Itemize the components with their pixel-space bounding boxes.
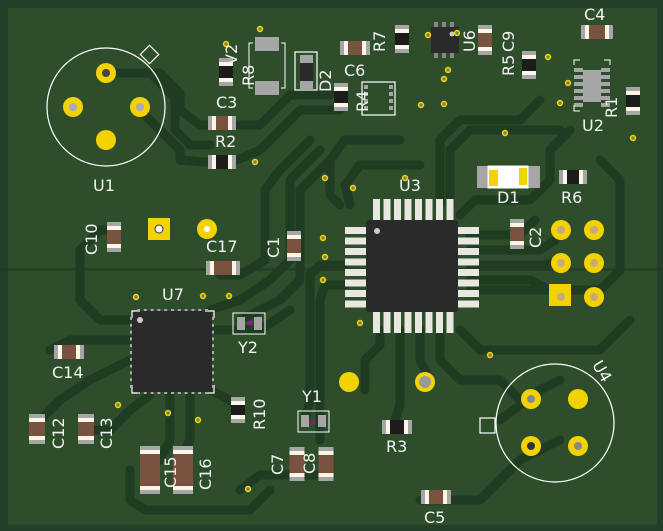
part-v2-part [219, 58, 233, 86]
label-r7: R7 [370, 30, 389, 52]
d2-diode [294, 51, 318, 91]
label-c15: C15 [161, 456, 180, 488]
part-c12 [29, 414, 45, 444]
label-c5: C5 [424, 508, 446, 527]
label-c8: C8 [300, 452, 319, 474]
label-u1: U1 [93, 176, 115, 195]
label-c4: C4 [584, 5, 606, 24]
y2-crystal [232, 312, 266, 335]
part-r1 [626, 87, 640, 115]
part-c16 [173, 446, 193, 494]
part-c13 [78, 414, 94, 444]
pin-header [549, 220, 604, 307]
label-c2: C2 [526, 226, 545, 248]
label-r6: R6 [561, 188, 583, 207]
label-r8: R8 [239, 64, 258, 86]
r4-array [361, 81, 396, 116]
part-d2-r4 [334, 83, 348, 111]
label-r1: R1 [602, 96, 621, 118]
label-c7: C7 [268, 453, 287, 475]
part-c5 [421, 490, 451, 504]
label-c10: C10 [82, 223, 101, 255]
part-c9 [478, 25, 492, 55]
vias [114, 25, 637, 493]
label-c16: C16 [196, 458, 215, 490]
part-c8 [318, 447, 334, 481]
label-d1: D1 [497, 188, 520, 207]
label-c3: C3 [216, 93, 238, 112]
label-c14: C14 [52, 363, 84, 382]
part-c10 [107, 222, 121, 252]
part-c14 [54, 345, 84, 359]
label-u6: U6 [460, 30, 479, 52]
u2-soic-ic [573, 59, 611, 112]
part-c7 [289, 447, 305, 481]
label-u7: U7 [162, 285, 184, 304]
part-c1 [287, 231, 301, 261]
part-r3 [382, 420, 412, 434]
part-r7 [395, 25, 409, 53]
label-u3: U3 [399, 176, 421, 195]
label-y2: Y2 [238, 338, 258, 357]
u1-footprint [46, 44, 166, 167]
part-c15 [140, 446, 160, 494]
part-c3 [208, 116, 236, 130]
label-v2: V2 [222, 43, 241, 65]
label-y1: Y1 [302, 387, 322, 406]
u7-qfn-ic [130, 309, 215, 394]
part-c6 [340, 41, 370, 55]
label-c13: C13 [97, 417, 116, 449]
label-r4: R4 [353, 90, 372, 112]
label-c9: C9 [499, 30, 518, 52]
u4-footprint [479, 363, 615, 483]
label-r5: R5 [499, 54, 518, 76]
label-c1: C1 [264, 236, 283, 258]
label-u2: U2 [582, 116, 604, 135]
part-r6 [559, 170, 587, 184]
part-c2 [510, 219, 524, 249]
label-r10: R10 [250, 398, 269, 430]
u6-ic [431, 22, 459, 58]
v2-component [248, 37, 286, 95]
part-c4 [581, 25, 613, 39]
part-r10 [231, 397, 245, 423]
part-c17 [206, 261, 240, 275]
render-seam [0, 268, 663, 271]
y1-crystal [297, 410, 330, 433]
through-hole-pads [148, 218, 435, 392]
d1-led [477, 165, 540, 189]
u3-qfp-ic [345, 199, 479, 333]
part-r5 [522, 51, 536, 79]
traces [35, 68, 635, 515]
label-c6: C6 [344, 61, 366, 80]
part-r2 [208, 155, 236, 169]
label-r2: R2 [215, 132, 237, 151]
label-d2: D2 [316, 69, 335, 93]
label-c12: C12 [49, 417, 68, 449]
label-c17: C17 [206, 237, 238, 256]
label-r3: R3 [386, 437, 408, 456]
